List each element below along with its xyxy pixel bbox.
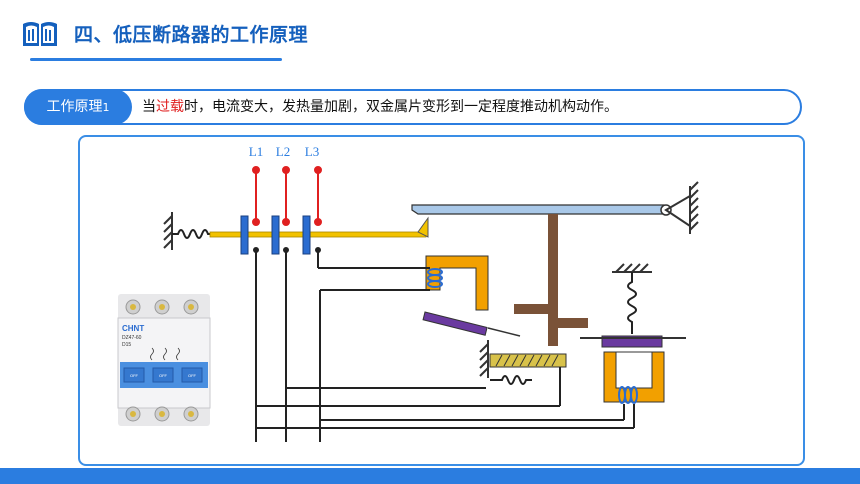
right-pivot-mount xyxy=(664,181,699,234)
trip-lever-bar xyxy=(411,204,665,215)
breaker-brand: CHNT xyxy=(122,324,144,333)
left-wall-anchor xyxy=(163,212,173,250)
breaker-toggle-1 xyxy=(123,367,145,383)
bimetal-hatching xyxy=(495,354,559,367)
wire-junctions xyxy=(253,247,321,253)
breaker-off-label-2: OFF xyxy=(159,373,168,378)
undervoltage-magnet xyxy=(603,351,665,403)
top-right-wall-anchor xyxy=(612,263,652,273)
magnet-coil xyxy=(427,268,443,288)
overcurrent-magnet xyxy=(425,255,489,311)
breaker-toggle-3 xyxy=(181,367,203,383)
latch-hook xyxy=(417,216,429,238)
principle-text-after: 时，电流变大，发热量加剧，双金属片变形到一定程度推动机构动作。 xyxy=(184,99,618,115)
phase-label-l2: L2 xyxy=(276,144,290,159)
breaker-off-label-3: OFF xyxy=(188,373,197,378)
principle-bar: 工作原理1 当过载时，电流变大，发热量加剧，双金属片变形到一定程度推动机构动作。 xyxy=(24,89,802,125)
heater-coil xyxy=(490,375,532,385)
undervoltage-coil xyxy=(618,386,638,404)
undervoltage-armature xyxy=(601,335,663,348)
phase-label-l1: L1 xyxy=(249,144,263,159)
undervoltage-spring xyxy=(627,272,637,334)
armature-link xyxy=(487,327,521,337)
principle-text: 当过载时，电流变大，发热量加剧，双金属片变形到一定程度推动机构动作。 xyxy=(142,91,618,123)
breaker-toggle-2 xyxy=(152,367,174,383)
push-rod xyxy=(514,214,588,346)
breaker-model: DZ47-60 xyxy=(122,335,142,341)
breaker-photo: CHNT DZ47-60 D15 OFF OFF OFF xyxy=(117,294,211,426)
phase-label-l3: L3 xyxy=(305,144,319,159)
breaker-off-label-1: OFF xyxy=(130,373,139,378)
principle-badge-label: 工作原理 xyxy=(46,99,103,115)
moving-contacts xyxy=(240,215,311,255)
magnet-armature xyxy=(422,311,488,336)
bottom-screw-terminals xyxy=(125,406,199,422)
footer-bar xyxy=(0,468,860,484)
principle-badge: 工作原理1 xyxy=(24,89,132,125)
wiring xyxy=(255,250,635,442)
main-spring xyxy=(172,229,242,239)
principle-text-highlight: 过载 xyxy=(156,99,184,115)
top-screw-terminals xyxy=(125,299,199,315)
title-underline xyxy=(30,58,282,61)
breaker-rating: D15 xyxy=(122,342,131,348)
page-title: 四、低压断路器的工作原理 xyxy=(74,24,309,46)
principle-badge-number: 1 xyxy=(102,101,110,114)
thermal-wall-anchor xyxy=(479,340,489,378)
principle-text-before: 当 xyxy=(142,99,156,115)
open-book-icon xyxy=(23,22,57,46)
phase-input-leads xyxy=(252,166,322,226)
